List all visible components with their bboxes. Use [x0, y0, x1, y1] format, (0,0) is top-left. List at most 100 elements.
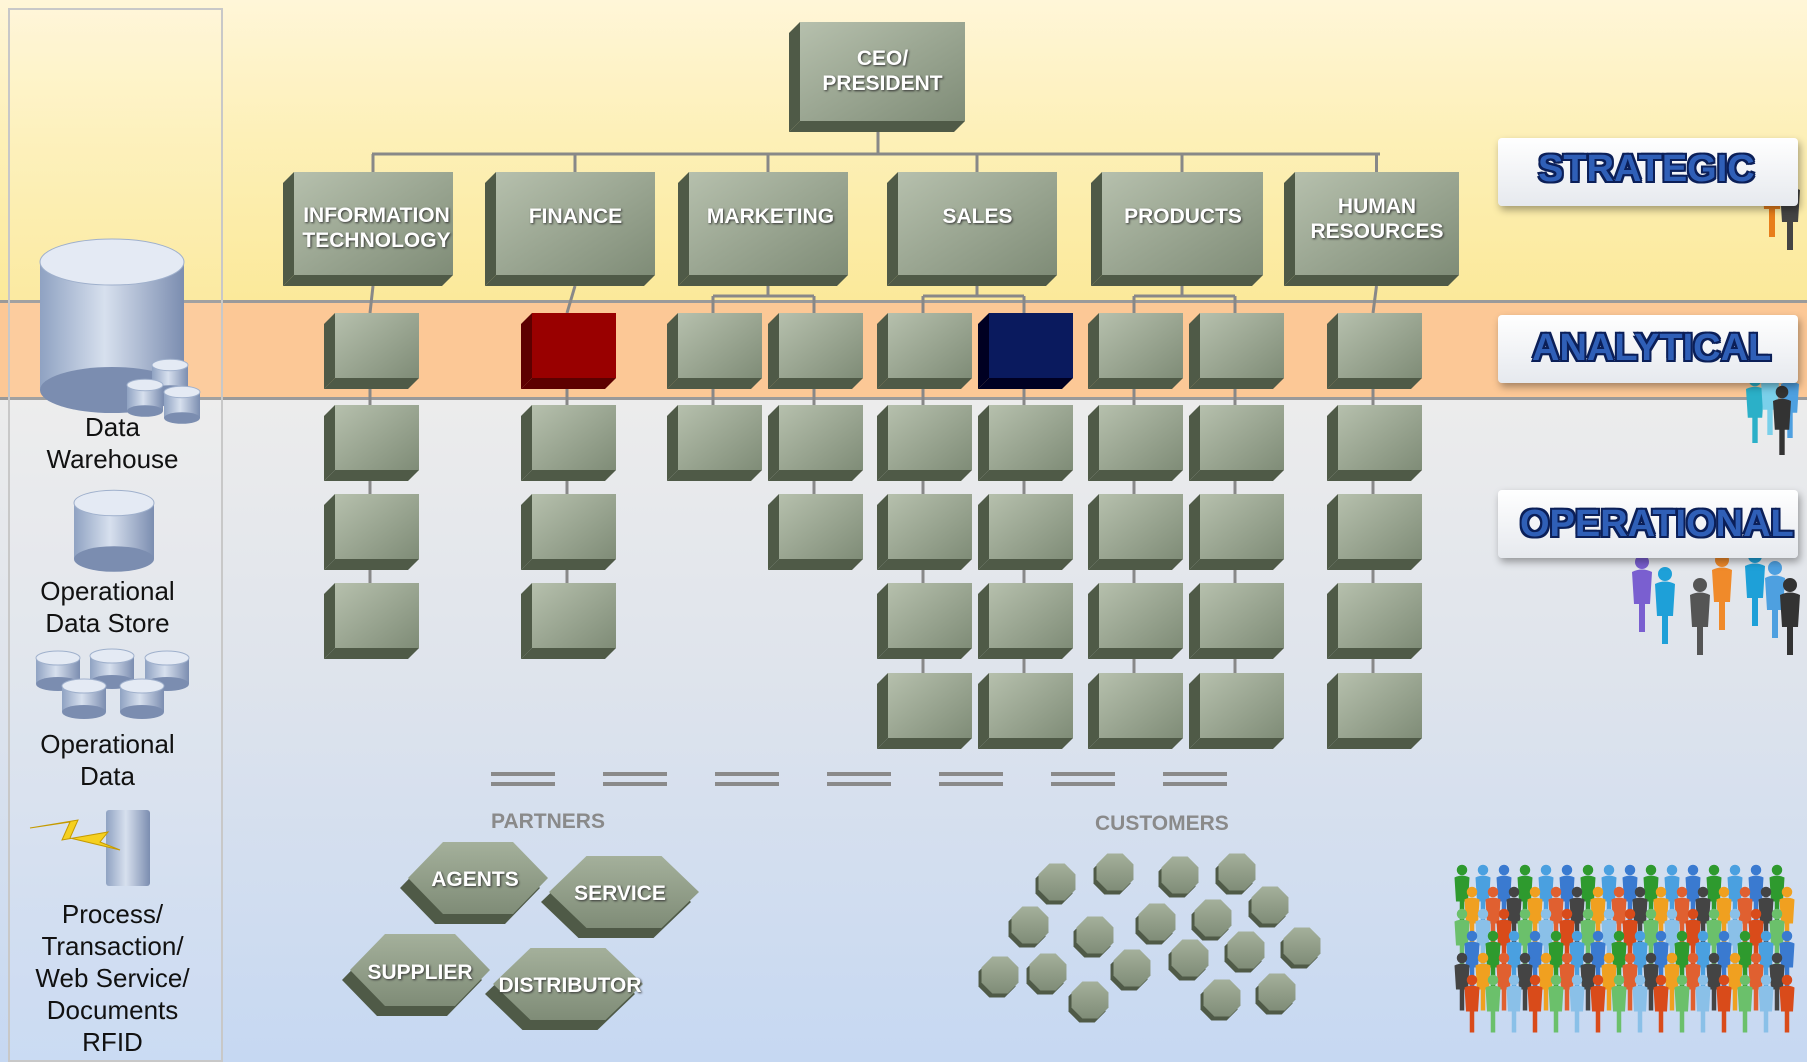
separator-dash — [1163, 782, 1227, 786]
partner-distributor-hex — [485, 948, 643, 1030]
crowd-person-icon — [1611, 886, 1627, 945]
operational-box — [1498, 490, 1798, 558]
partner-supplier-hex — [342, 934, 490, 1016]
customer-octagon — [1255, 973, 1296, 1015]
crowd-person-icon — [1695, 886, 1711, 945]
partner-service-hex — [541, 856, 699, 938]
customer-octagon — [1135, 903, 1176, 945]
unit-box — [978, 494, 1073, 570]
crowd-person-icon — [1653, 930, 1669, 989]
unit-box — [521, 583, 616, 659]
unit-box — [1327, 313, 1422, 389]
small-cylinder-icon — [163, 385, 201, 424]
crowd-person-icon — [1727, 864, 1743, 923]
unit-box — [324, 494, 419, 570]
ceo-label: CEO/ PRESIDENT — [822, 47, 943, 95]
crowd-person-icon — [1548, 930, 1564, 989]
customer-octagon — [1200, 979, 1241, 1021]
separator-dash — [1051, 782, 1115, 786]
separator-dash — [603, 782, 667, 786]
crowd-person-icon — [1727, 952, 1743, 1011]
crowd-person-icon — [1716, 886, 1732, 945]
unit-box — [1088, 673, 1183, 749]
crowd-person-icon — [1559, 864, 1575, 923]
crowd-person-icon — [1779, 930, 1795, 989]
operational-person-icon — [1690, 578, 1710, 655]
crowd-person-icon — [1674, 930, 1690, 989]
unit-box — [768, 494, 863, 570]
dept-box-finance — [485, 172, 655, 286]
crowd-person-icon — [1779, 974, 1795, 1033]
operational-person-icon — [1780, 578, 1800, 655]
crowd-person-icon — [1685, 864, 1701, 923]
operational-data-cylinder-icon — [119, 678, 165, 720]
crowd-person-icon — [1569, 886, 1585, 945]
operational-data-store-icon — [73, 489, 155, 572]
partner-supplier-label: SUPPLIER — [367, 961, 473, 984]
separator-dash — [827, 772, 891, 776]
crowd-person-icon — [1475, 952, 1491, 1011]
unit-box — [978, 405, 1073, 481]
sales-highlight-box — [978, 313, 1073, 389]
crowd-person-icon — [1496, 908, 1512, 967]
crowd-person-icon — [1527, 930, 1543, 989]
unit-box — [877, 494, 972, 570]
analytical-label: ANALYTICAL — [1532, 327, 1772, 369]
data-warehouse-label: Data Warehouse — [46, 412, 179, 474]
crowd-person-icon — [1580, 952, 1596, 1011]
unit-box — [1088, 583, 1183, 659]
unit-box — [667, 313, 762, 389]
dept-label-sales: SALES — [942, 205, 1013, 228]
crowd-person-icon — [1506, 930, 1522, 989]
crowd-person-icon — [1695, 974, 1711, 1033]
crowd-person-icon — [1674, 886, 1690, 945]
customer-octagon — [1158, 856, 1199, 898]
crowd-person-icon — [1632, 886, 1648, 945]
finance-highlight-box — [521, 313, 616, 389]
separator-dash — [827, 782, 891, 786]
crowd-person-icon — [1622, 908, 1638, 967]
unit-box — [978, 673, 1073, 749]
unit-box — [1189, 583, 1284, 659]
crowd-person-icon — [1706, 908, 1722, 967]
unit-box — [1327, 405, 1422, 481]
operational-data-label: Operational Data — [40, 729, 175, 791]
customer-octagon — [1026, 953, 1067, 995]
unit-box — [877, 313, 972, 389]
separator-dash — [715, 782, 779, 786]
unit-box — [978, 583, 1073, 659]
unit-box — [877, 583, 972, 659]
crowd-person-icon — [1758, 886, 1774, 945]
customer-octagon — [1008, 906, 1049, 948]
dept-label-marketing: MARKETING — [706, 205, 835, 228]
crowd-person-icon — [1601, 864, 1617, 923]
unit-box — [324, 405, 419, 481]
crowd-person-icon — [1706, 952, 1722, 1011]
crowd-person-icon — [1517, 908, 1533, 967]
crowd-person-icon — [1611, 974, 1627, 1033]
separator-dash — [715, 772, 779, 776]
crowd-person-icon — [1485, 886, 1501, 945]
operational-data-cylinder-icon — [61, 678, 107, 720]
crowd-person-icon — [1632, 930, 1648, 989]
crowd-person-icon — [1559, 952, 1575, 1011]
crowd-person-icon — [1517, 864, 1533, 923]
crowd-person-icon — [1643, 908, 1659, 967]
crowd-person-icon — [1475, 864, 1491, 923]
dept-down-connector — [565, 285, 577, 314]
separator-dash — [491, 772, 555, 776]
partner-agents-hex — [400, 842, 548, 924]
crowd-person-icon — [1559, 908, 1575, 967]
customers-label: CUSTOMERS — [1095, 812, 1229, 835]
crowd-person-icon — [1643, 864, 1659, 923]
crowd-person-icon — [1716, 974, 1732, 1033]
crowd-person-icon — [1454, 952, 1470, 1011]
crowd-person-icon — [1727, 908, 1743, 967]
separator-dash — [939, 782, 1003, 786]
crowd-person-icon — [1716, 930, 1732, 989]
crowd-person-icon — [1748, 908, 1764, 967]
crowd-person-icon — [1569, 974, 1585, 1033]
unit-box — [1189, 313, 1284, 389]
crowd-person-icon — [1643, 952, 1659, 1011]
